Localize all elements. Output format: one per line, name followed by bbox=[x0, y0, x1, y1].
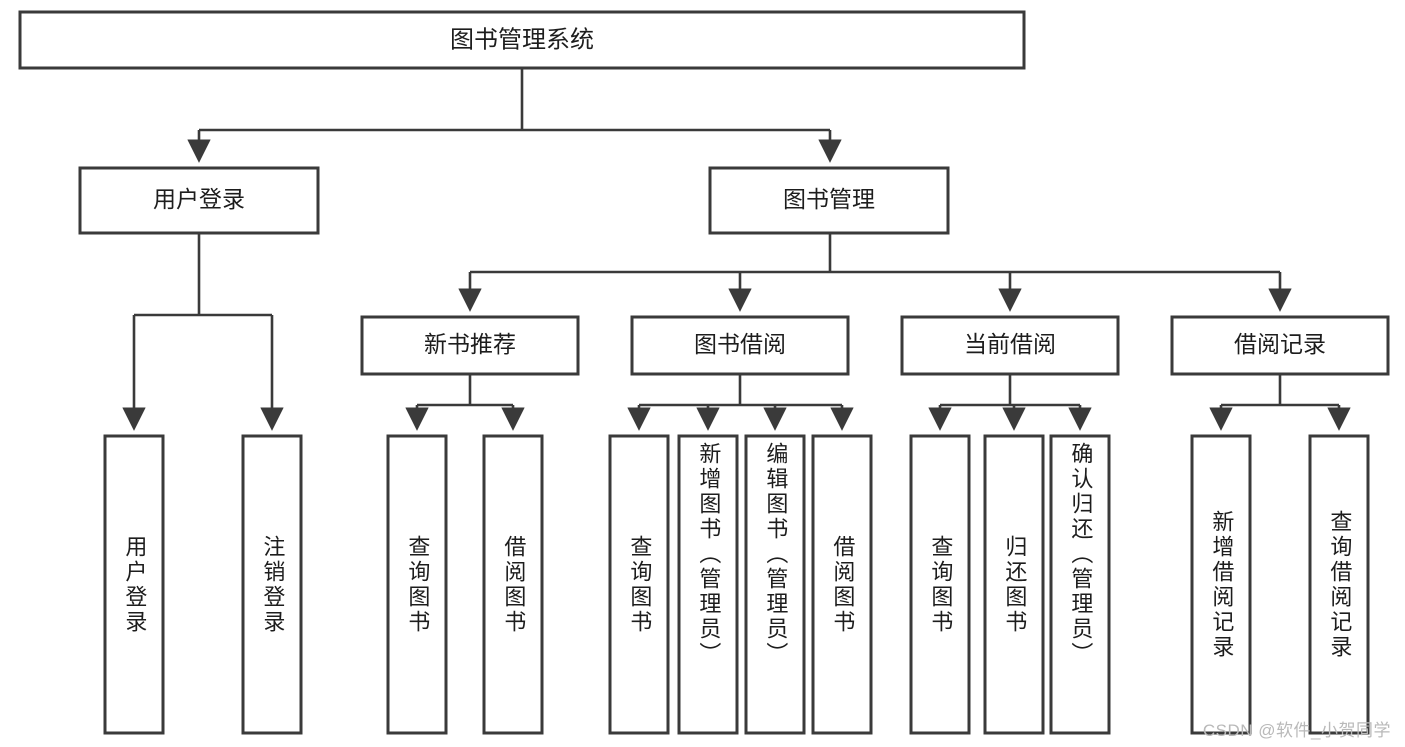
node-book-borrow-label: 图书借阅 bbox=[694, 331, 786, 357]
leaf-box-query-book-1[interactable] bbox=[386, 434, 448, 735]
leaf-box-edit-book[interactable] bbox=[744, 434, 806, 735]
node-book-borrow[interactable]: 图书借阅 bbox=[630, 315, 850, 376]
node-user-login-box[interactable] bbox=[78, 166, 320, 235]
leaf-box-borrow-book-1[interactable] bbox=[482, 434, 544, 735]
node-new-book-recommend-label: 新书推荐 bbox=[424, 331, 516, 357]
leaf-box-query-book-3[interactable] bbox=[909, 434, 971, 735]
leaf-box-query-book-2[interactable] bbox=[608, 434, 670, 735]
node-root[interactable]: 图书管理系统 bbox=[18, 10, 1026, 70]
csdn-watermark: CSDN @软件_小贺同学 bbox=[1202, 721, 1391, 740]
leaf-box-return-book[interactable] bbox=[983, 434, 1045, 735]
node-borrow-record[interactable]: 借阅记录 bbox=[1170, 315, 1390, 376]
connector-group-book-borrow bbox=[627, 374, 854, 431]
leaf-box-user-logout[interactable] bbox=[241, 434, 303, 735]
node-user-login[interactable]: 用户登录 bbox=[78, 166, 320, 235]
node-book-borrow-box[interactable] bbox=[630, 315, 850, 376]
node-current-borrow[interactable]: 当前借阅 bbox=[900, 315, 1120, 376]
leaf-box-add-book[interactable] bbox=[677, 434, 739, 735]
leaf-box-borrow-book-2[interactable] bbox=[811, 434, 873, 735]
connector-group-new-book-recommend bbox=[405, 374, 525, 431]
node-book-manage[interactable]: 图书管理 bbox=[708, 166, 950, 235]
node-root-label: 图书管理系统 bbox=[450, 26, 594, 53]
node-current-borrow-label: 当前借阅 bbox=[964, 331, 1056, 357]
connector-group-book-manage bbox=[458, 233, 1292, 312]
node-book-manage-label: 图书管理 bbox=[783, 186, 875, 212]
node-new-book-recommend-box[interactable] bbox=[360, 315, 580, 376]
leaf-box-query-record[interactable] bbox=[1308, 434, 1370, 735]
node-borrow-record-label: 借阅记录 bbox=[1234, 331, 1326, 357]
node-borrow-record-box[interactable] bbox=[1170, 315, 1390, 376]
node-current-borrow-box[interactable] bbox=[900, 315, 1120, 376]
leaf-box-user-login[interactable] bbox=[103, 434, 165, 735]
connector-group-borrow-record bbox=[1209, 374, 1351, 431]
connector-group-current-borrow bbox=[928, 374, 1092, 431]
connector-group-root bbox=[187, 68, 842, 163]
leaf-boxes bbox=[103, 434, 1370, 735]
leaf-box-add-record[interactable] bbox=[1190, 434, 1252, 735]
node-user-login-label: 用户登录 bbox=[153, 186, 245, 212]
node-book-manage-box[interactable] bbox=[708, 166, 950, 235]
node-root-box[interactable] bbox=[18, 10, 1026, 70]
connector-group-user-login bbox=[122, 233, 284, 431]
node-new-book-recommend[interactable]: 新书推荐 bbox=[360, 315, 580, 376]
leaf-box-confirm-return[interactable] bbox=[1049, 434, 1111, 735]
